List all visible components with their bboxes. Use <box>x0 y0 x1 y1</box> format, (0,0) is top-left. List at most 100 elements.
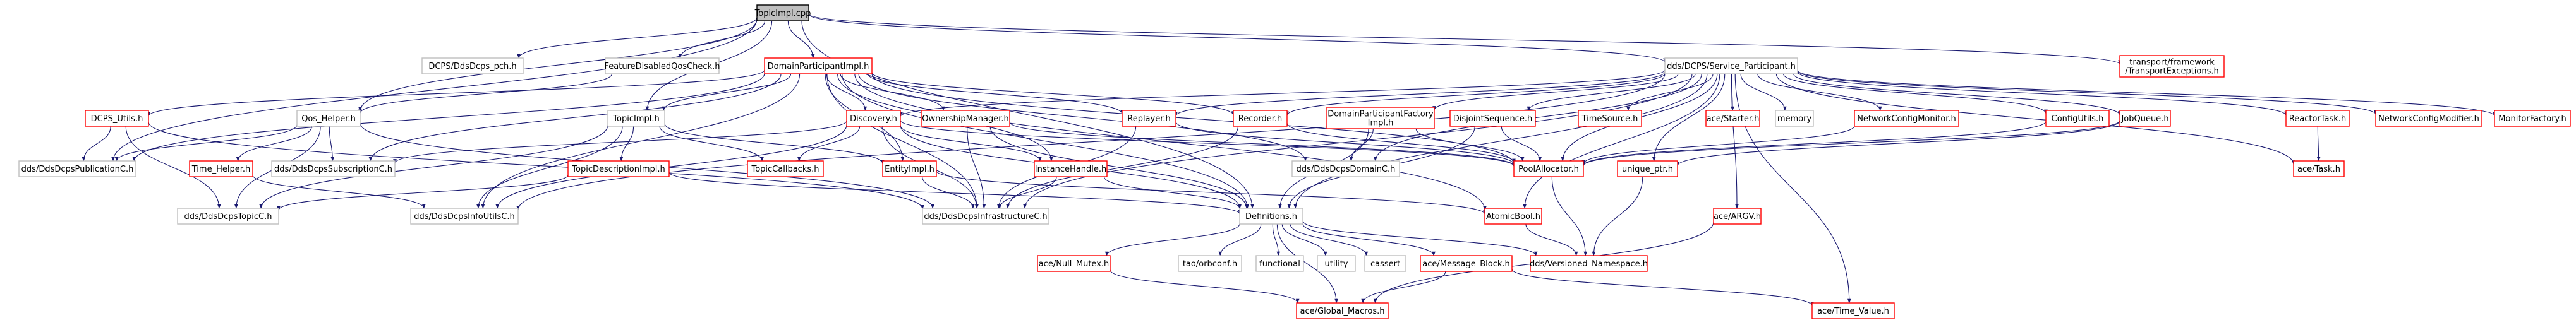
edge-serviceparticipant-to-memory <box>1740 73 1787 111</box>
node-box-entityimpl <box>882 160 937 177</box>
node-messageblock[interactable]: ace/Message_Block.h <box>1420 255 1513 272</box>
node-discovery[interactable]: Discovery.h <box>846 110 901 127</box>
node-label-domainc: dds/DdsDcpsDomainC.h <box>1297 165 1396 174</box>
edge-domainparticipantimpl-to-infrastructurec <box>826 73 979 209</box>
node-label-uniqueptr: unique_ptr.h <box>1622 165 1673 174</box>
edge-messageblock-to-globalmacros <box>1361 271 1446 304</box>
node-box-atomicbool <box>1484 208 1542 225</box>
node-memory[interactable]: memory <box>1775 110 1814 127</box>
node-box-topicc <box>177 208 279 225</box>
edge-definitions-to-messageblock <box>1302 223 1436 256</box>
edge-discovery-to-topiccallbacks <box>797 126 861 162</box>
node-acestarter[interactable]: ace/Starter.h <box>1705 110 1760 127</box>
node-label-topicc: dds/DdsDcpsTopicC.h <box>184 212 272 222</box>
node-ownershipmanager[interactable]: OwnershipManager.h <box>921 110 1010 127</box>
node-timesource[interactable]: TimeSource.h <box>1578 110 1642 127</box>
node-featuredisabled[interactable]: FeatureDisabledQosCheck.h <box>605 57 720 74</box>
edge-root-to-transportexceptions <box>808 13 2122 65</box>
node-box-acetask <box>2293 160 2345 177</box>
node-transportexceptions[interactable]: transport/framework/TransportExceptions.… <box>2119 55 2225 78</box>
node-ddsdcpspch[interactable]: DCPS/DdsDcps_pch.h <box>421 57 524 74</box>
node-definitions[interactable]: Definitions.h <box>1239 208 1303 225</box>
node-root[interactable]: TopicImpl.cpp <box>754 4 811 21</box>
edge-timehelper-to-infoutilsc <box>252 174 426 209</box>
edge-topicdescimpl-to-topicc <box>277 174 569 211</box>
edge-instancehandle-to-definitions <box>1103 176 1242 210</box>
node-uniqueptr[interactable]: unique_ptr.h <box>1617 160 1678 177</box>
node-versionednamespace[interactable]: dds/Versioned_Namespace.h <box>1530 255 1648 272</box>
node-box-globalmacros <box>1296 302 1389 319</box>
node-box-taoorbconf <box>1178 255 1242 272</box>
node-topicimplh[interactable]: TopicImpl.h <box>607 110 665 127</box>
node-topicc[interactable]: dds/DdsDcpsTopicC.h <box>177 208 279 225</box>
edge-root-to-publicationc <box>111 18 758 162</box>
node-domainc[interactable]: dds/DdsDcpsDomainC.h <box>1291 160 1400 177</box>
node-topicdescimpl[interactable]: TopicDescriptionImpl.h <box>567 160 670 177</box>
edge-serviceparticipant-to-reactortask <box>1797 71 2288 116</box>
node-qoshelper[interactable]: Qos_Helper.h <box>296 110 361 127</box>
node-taoorbconf[interactable]: tao/orbconf.h <box>1178 255 1242 272</box>
edge-topicimplh-to-entityimpl <box>664 123 885 165</box>
node-instancehandle[interactable]: InstanceHandle.h <box>1034 160 1108 177</box>
node-replayer[interactable]: Replayer.h <box>1122 110 1176 127</box>
edge-serviceparticipant-to-netconfigmodifier <box>1797 70 2378 115</box>
node-dcpsutils[interactable]: DCPS_Utils.h <box>85 110 149 127</box>
node-acetask[interactable]: ace/Task.h <box>2293 160 2345 177</box>
edge-topicimplh-to-topicdescimpl <box>619 126 634 162</box>
edge-root-to-definitions <box>801 20 1254 209</box>
edge-configutils-to-poolallocator <box>1581 121 2047 166</box>
node-timehelper[interactable]: Time_Helper.h <box>189 160 253 177</box>
edge-replayer-to-poolallocator <box>1175 121 1516 165</box>
node-topiccallbacks[interactable]: TopicCallbacks.h <box>747 160 824 177</box>
node-box-featuredisabled <box>605 57 720 74</box>
edge-serviceparticipant-to-definitions <box>1293 73 1708 209</box>
node-aceargv[interactable]: ace/ARGV.h <box>1713 208 1762 225</box>
node-box-timesource <box>1578 110 1642 127</box>
node-globalmacros[interactable]: ace/Global_Macros.h <box>1296 302 1389 319</box>
node-domainparticipantimpl[interactable]: DomainParticipantImpl.h <box>764 57 873 74</box>
node-monitorfactory[interactable]: MonitorFactory.h <box>2494 110 2571 127</box>
node-recorder[interactable]: Recorder.h <box>1233 110 1288 127</box>
node-subscriptionc[interactable]: dds/DdsDcpsSubscriptionC.h <box>271 160 396 177</box>
edge-nullmutex-to-globalmacros <box>1110 269 1300 304</box>
node-utility[interactable]: utility <box>1317 255 1356 272</box>
edge-domainparticipantimpl-to-recorder <box>871 72 1235 116</box>
node-label-timesource: TimeSource.h <box>1581 114 1638 124</box>
edge-discovery-to-instancehandle <box>900 125 1042 162</box>
node-poolallocator[interactable]: PoolAllocator.h <box>1513 160 1584 177</box>
node-atomicbool[interactable]: AtomicBool.h <box>1484 208 1542 225</box>
edge-jobqueue-to-poolallocator <box>1581 120 2120 167</box>
node-netconfigmonitor[interactable]: NetworkConfigMonitor.h <box>1854 110 1959 127</box>
edge-serviceparticipant-to-jobqueue <box>1793 73 2122 116</box>
node-reactortask[interactable]: ReactorTask.h <box>2285 110 2350 127</box>
node-jobqueue[interactable]: JobQueue.h <box>2119 110 2171 127</box>
edge-ownershipmanager-to-poolallocator <box>1009 122 1516 167</box>
node-netconfigmodifier[interactable]: NetworkConfigModifier.h <box>2375 110 2482 127</box>
edge-serviceparticipant-to-acetask <box>1775 73 2295 165</box>
node-configutils[interactable]: ConfigUtils.h <box>2045 110 2110 127</box>
edge-serviceparticipant-to-monitorfactory <box>1797 69 2496 117</box>
edge-disjointsequence-to-poolallocator <box>1501 126 1542 162</box>
node-disjointsequence[interactable]: DisjointSequence.h <box>1449 110 1536 127</box>
node-timevalue[interactable]: ace/Time_Value.h <box>1811 302 1895 319</box>
node-functional[interactable]: functional <box>1255 255 1304 272</box>
node-box-root <box>756 4 809 21</box>
node-box-domainc <box>1291 160 1400 177</box>
node-label-globalmacros: ace/Global_Macros.h <box>1300 307 1385 316</box>
node-label-infrastructurec: dds/DdsDcpsInfrastructureC.h <box>924 212 1047 222</box>
node-infrastructurec[interactable]: dds/DdsDcpsInfrastructureC.h <box>922 208 1049 225</box>
edge-serviceparticipant-to-replayer <box>1174 71 1666 117</box>
node-publicationc[interactable]: dds/DdsDcpsPublicationC.h <box>18 160 136 177</box>
node-label-topicimplh: TopicImpl.h <box>612 114 659 124</box>
node-box-netconfigmonitor <box>1854 110 1959 127</box>
edge-dcpsutils-to-publicationc <box>82 126 111 162</box>
node-cassert[interactable]: cassert <box>1364 255 1406 272</box>
node-box-messageblock <box>1420 255 1513 272</box>
node-serviceparticipant[interactable]: dds/DCPS/Service_Participant.h <box>1664 57 1798 74</box>
node-entityimpl[interactable]: EntityImpl.h <box>882 160 937 177</box>
node-box-infrastructurec <box>922 208 1049 225</box>
node-label-recorder: Recorder.h <box>1238 114 1282 124</box>
node-infoutilsc[interactable]: dds/DdsDcpsInfoUtilsC.h <box>410 208 519 225</box>
node-nullmutex[interactable]: ace/Null_Mutex.h <box>1037 255 1111 272</box>
